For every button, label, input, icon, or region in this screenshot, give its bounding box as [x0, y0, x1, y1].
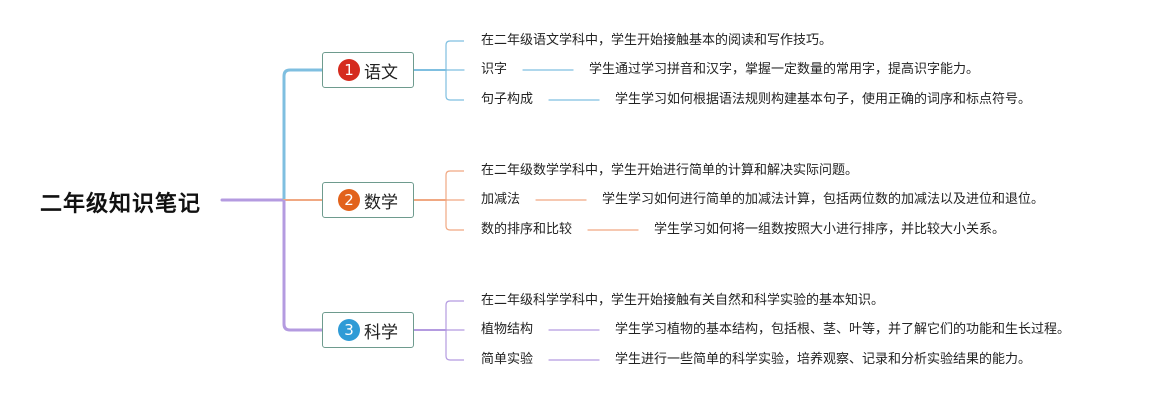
subtopic-label[interactable]: 加减法 [481, 192, 521, 207]
branch-intro[interactable]: 在二年级科学学科中，学生开始接触有关自然和科学实验的基本知识。 [481, 293, 885, 308]
subtopic-description[interactable]: 学生学习植物的基本结构，包括根、茎、叶等，并了解它们的功能和生长过程。 [615, 322, 1071, 337]
root-topic: 二年级知识笔记 [40, 192, 202, 217]
subtopic-label[interactable]: 句子构成 [481, 92, 534, 107]
subtopic-label[interactable]: 识字 [481, 62, 508, 77]
branch-label: 语文 [364, 62, 398, 83]
branch-label: 数学 [364, 192, 398, 213]
number-badge-icon: 1 [338, 59, 360, 81]
subtopic-description[interactable]: 学生学习如何进行简单的加减法计算，包括两位数的加减法以及进位和退位。 [602, 192, 1045, 207]
subtopic-description[interactable]: 学生学习如何将一组数按照大小进行排序，并比较大小关系。 [654, 222, 1006, 237]
subtopic-label[interactable]: 简单实验 [481, 352, 534, 367]
number-badge-icon: 2 [338, 189, 360, 211]
branch-intro[interactable]: 在二年级语文学科中，学生开始接触基本的阅读和写作技巧。 [481, 33, 833, 48]
number-badge-icon: 3 [338, 319, 360, 341]
subtopic-description[interactable]: 学生学习如何根据语法规则构建基本句子，使用正确的词序和标点符号。 [615, 92, 1032, 107]
branch-intro[interactable]: 在二年级数学学科中，学生开始进行简单的计算和解决实际问题。 [481, 163, 859, 178]
subtopic-description[interactable]: 学生通过学习拼音和汉字，掌握一定数量的常用字，提高识字能力。 [589, 62, 980, 77]
subtopic-label[interactable]: 数的排序和比较 [481, 222, 573, 237]
branch-label: 科学 [364, 322, 398, 343]
subtopic-label[interactable]: 植物结构 [481, 322, 534, 337]
subtopic-description[interactable]: 学生进行一些简单的科学实验，培养观察、记录和分析实验结果的能力。 [615, 352, 1032, 367]
